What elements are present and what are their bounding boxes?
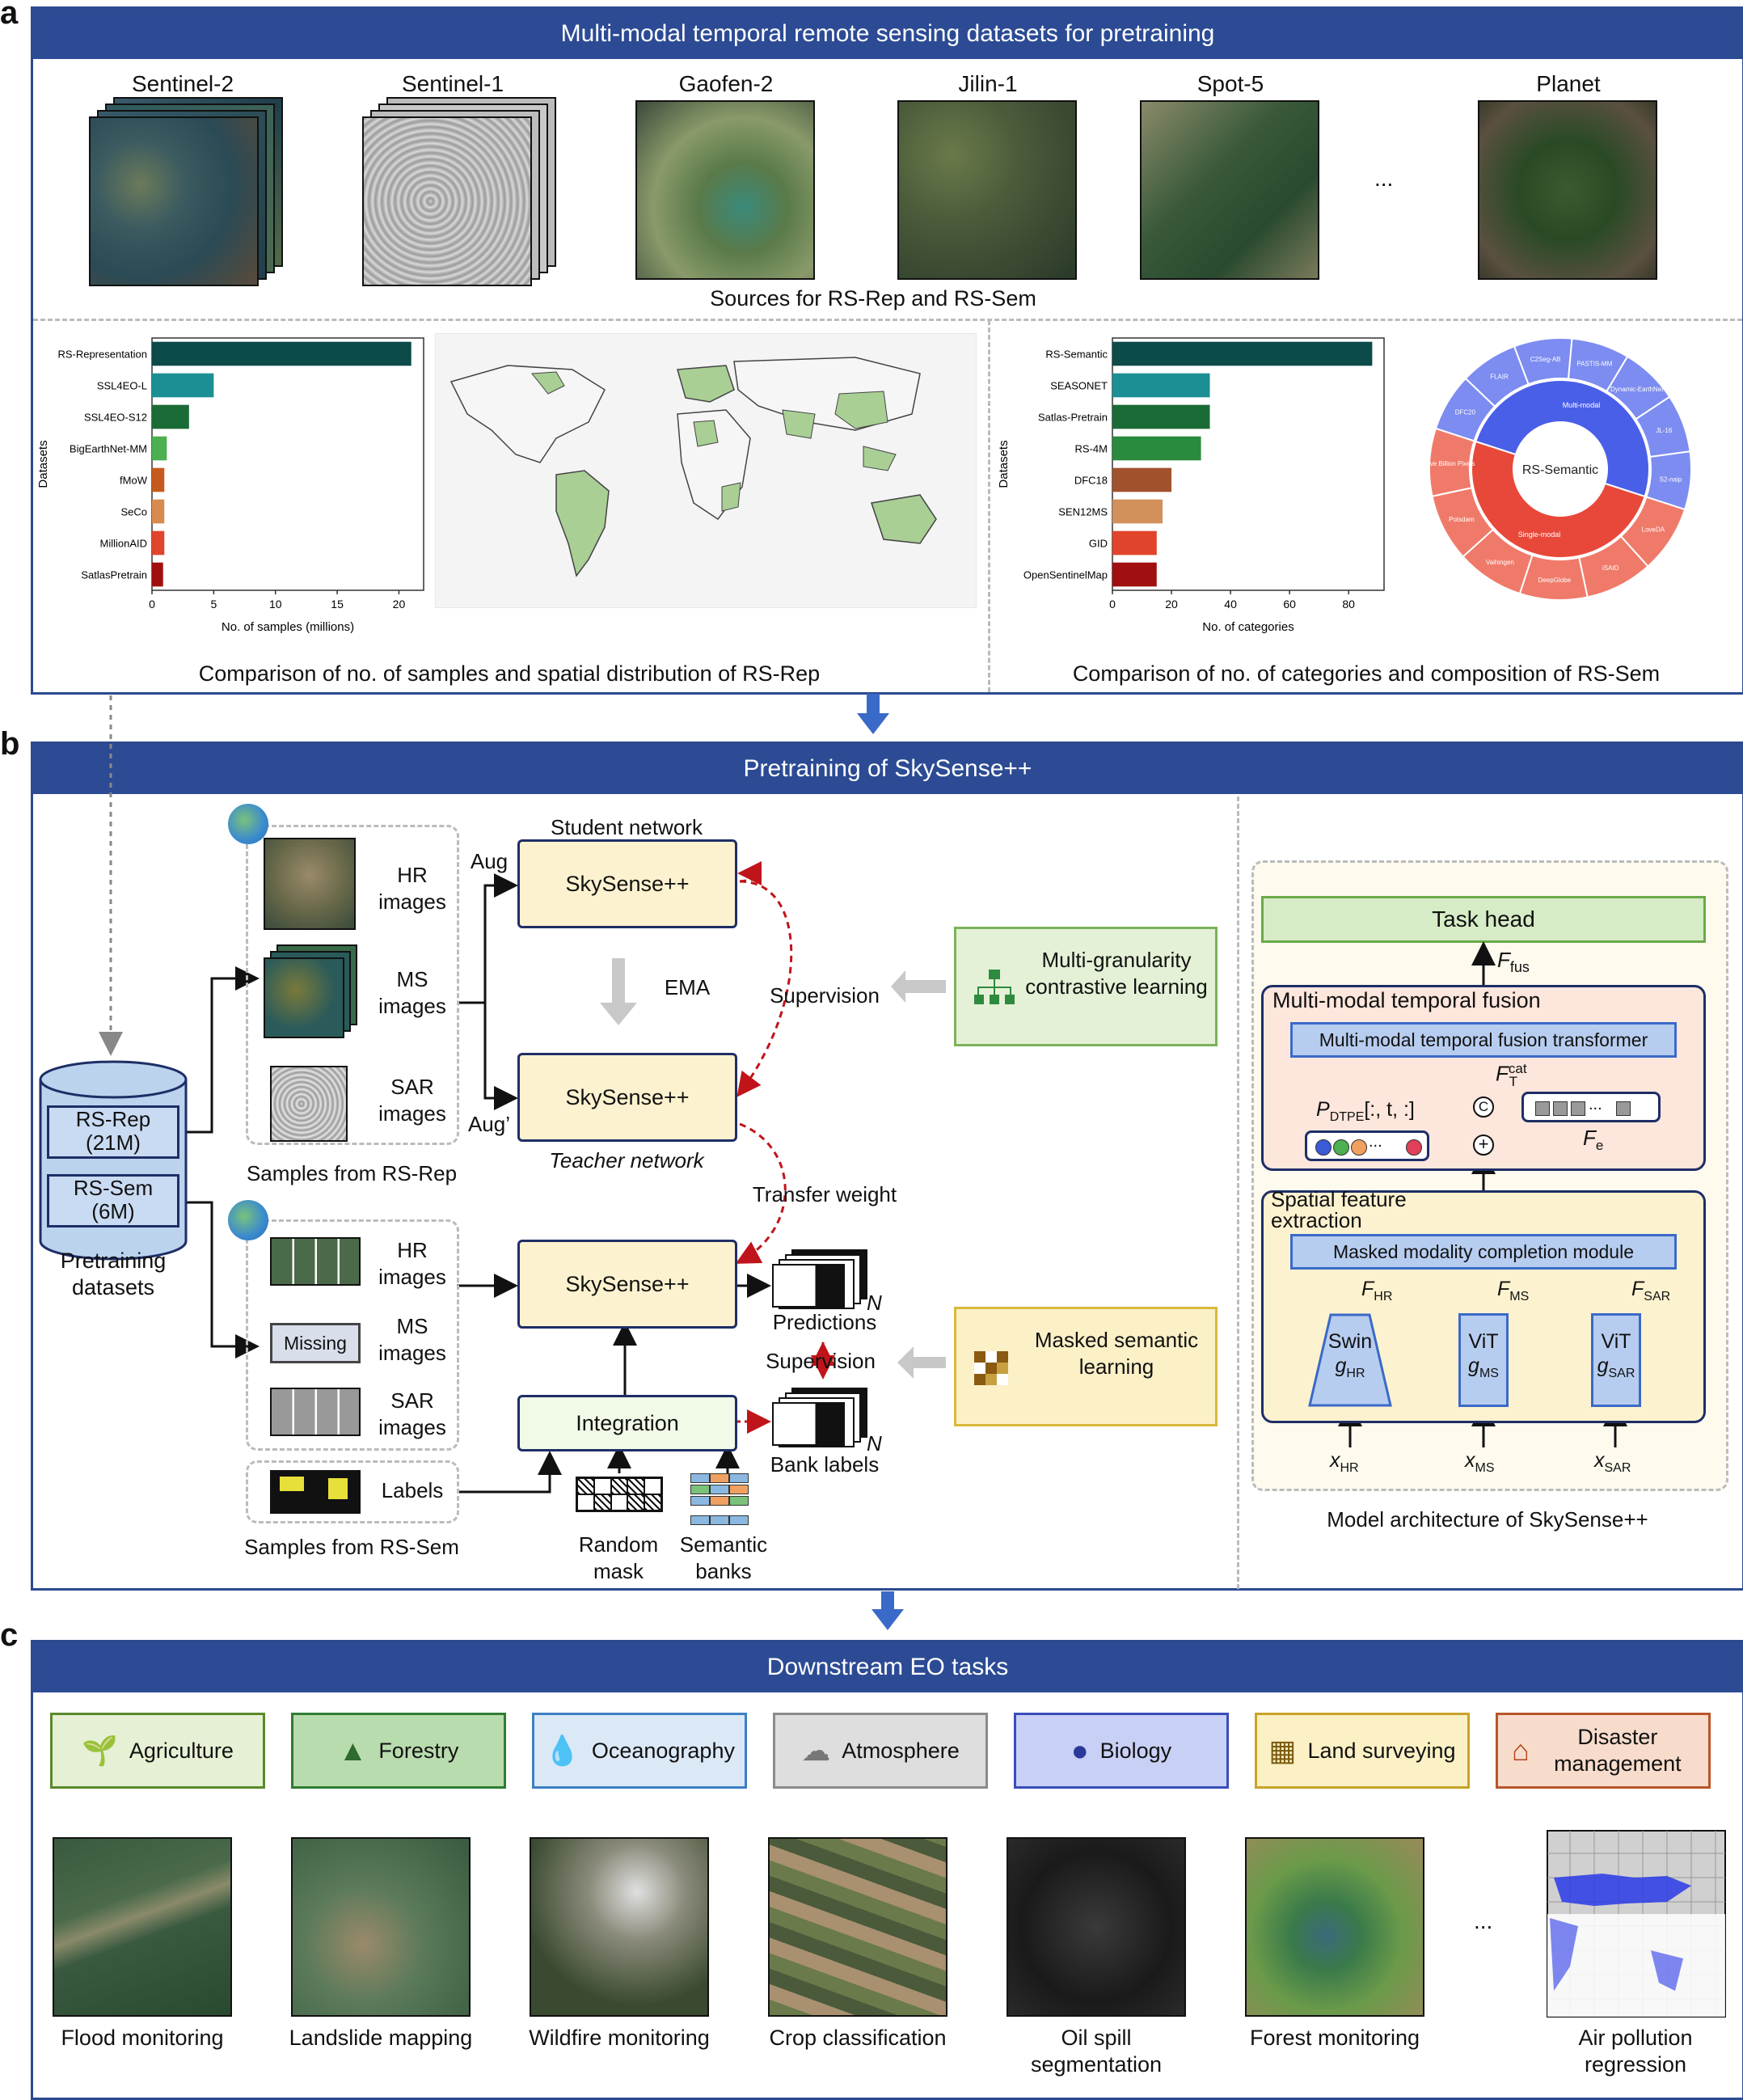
swin-label: SwingHR bbox=[1308, 1329, 1392, 1386]
domain-label: Biology bbox=[1100, 1738, 1172, 1764]
crop-thumbnail bbox=[768, 1837, 947, 2017]
sprout-icon: 🌱 bbox=[82, 1734, 118, 1768]
f-sar-label: FSAR bbox=[1631, 1278, 1670, 1304]
fusion-transformer-block: Multi-modal temporal fusion transformer bbox=[1290, 1022, 1677, 1058]
cloud-icon: ☁ bbox=[801, 1734, 830, 1768]
x-sar-label: xSAR bbox=[1594, 1449, 1631, 1476]
air-pollution-map bbox=[1546, 1829, 1727, 2018]
domain-tree: ▲ Forestry bbox=[291, 1713, 506, 1789]
tree-icon: ▲ bbox=[339, 1734, 368, 1768]
forest-thumbnail bbox=[1245, 1837, 1424, 2017]
x-hr-label: xHR bbox=[1330, 1449, 1359, 1476]
domain-label: Oceanography bbox=[592, 1738, 735, 1764]
add-op-icon: + bbox=[1473, 1135, 1494, 1156]
domain-label: Atmosphere bbox=[842, 1738, 960, 1764]
x-ms-label: xMS bbox=[1465, 1449, 1495, 1476]
domain-label: Disaster management bbox=[1541, 1724, 1694, 1777]
concat-op-icon: C bbox=[1473, 1096, 1494, 1118]
wildfire-thumbnail bbox=[530, 1837, 709, 2017]
mmcm-block: Masked modality completion module bbox=[1290, 1234, 1677, 1270]
domain-sprout: 🌱 Agriculture bbox=[50, 1713, 265, 1789]
f-e-tokens: ... bbox=[1521, 1092, 1661, 1122]
arrow-b-to-c bbox=[872, 1591, 904, 1632]
map-icon: ▦ bbox=[1268, 1734, 1296, 1768]
hippo-icon: ● bbox=[1071, 1734, 1089, 1768]
oil-spill-thumbnail bbox=[1007, 1837, 1186, 2017]
p-dtpe-label: PDTPE[:, t, :] bbox=[1316, 1098, 1415, 1125]
task-label-air-pollution: Air pollution regression bbox=[1534, 2025, 1737, 2078]
architecture-caption: Model architecture of SkySense++ bbox=[1261, 1507, 1714, 1532]
domain-cloud: ☁ Atmosphere bbox=[773, 1713, 988, 1789]
panel-label-c: c bbox=[0, 1617, 18, 1654]
f-ms-label: FMS bbox=[1497, 1278, 1529, 1304]
domain-label: Forestry bbox=[378, 1738, 458, 1764]
task-label-landslide: Landslide mapping bbox=[280, 2025, 482, 2051]
domain-label: Land surveying bbox=[1307, 1738, 1455, 1764]
task-label-wildfire: Wildfire monitoring bbox=[518, 2025, 720, 2051]
task-label-oil-spill: Oil spill segmentation bbox=[995, 2025, 1197, 2078]
landslide-thumbnail bbox=[291, 1837, 471, 2017]
panel-c-banner: Downstream EO tasks bbox=[33, 1642, 1742, 1692]
flood-house-icon: ⌂ bbox=[1512, 1734, 1530, 1768]
f-t-cat-label: FcatT bbox=[1496, 1061, 1517, 1090]
domain-flood-house: ⌂ Disaster management bbox=[1496, 1713, 1711, 1789]
tasks-ellipsis: ... bbox=[1474, 1908, 1492, 1934]
task-label-crop: Crop classification bbox=[757, 2025, 959, 2051]
domain-hippo: ● Biology bbox=[1014, 1713, 1229, 1789]
spatial-title: Spatial feature extraction bbox=[1271, 1189, 1449, 1231]
domain-map: ▦ Land surveying bbox=[1255, 1713, 1470, 1789]
droplet-icon: 💧 bbox=[544, 1734, 580, 1768]
fusion-title: Multi-modal temporal fusion bbox=[1272, 988, 1541, 1013]
task-label-forest: Forest monitoring bbox=[1234, 2025, 1436, 2051]
p-dtpe-tokens: ... bbox=[1305, 1130, 1429, 1161]
flood-thumbnail bbox=[53, 1837, 232, 2017]
task-label-flood: Flood monitoring bbox=[41, 2025, 243, 2051]
f-hr-label: FHR bbox=[1361, 1278, 1392, 1304]
f-e-label: Fe bbox=[1583, 1126, 1603, 1154]
f-fus-label: Ffus bbox=[1497, 948, 1530, 976]
domain-row: 🌱 Agriculture ▲ Forestry 💧 Oceanography ☁ Atmos… bbox=[50, 1713, 1732, 1789]
domain-droplet: 💧 Oceanography bbox=[532, 1713, 747, 1789]
domain-label: Agriculture bbox=[129, 1738, 234, 1764]
